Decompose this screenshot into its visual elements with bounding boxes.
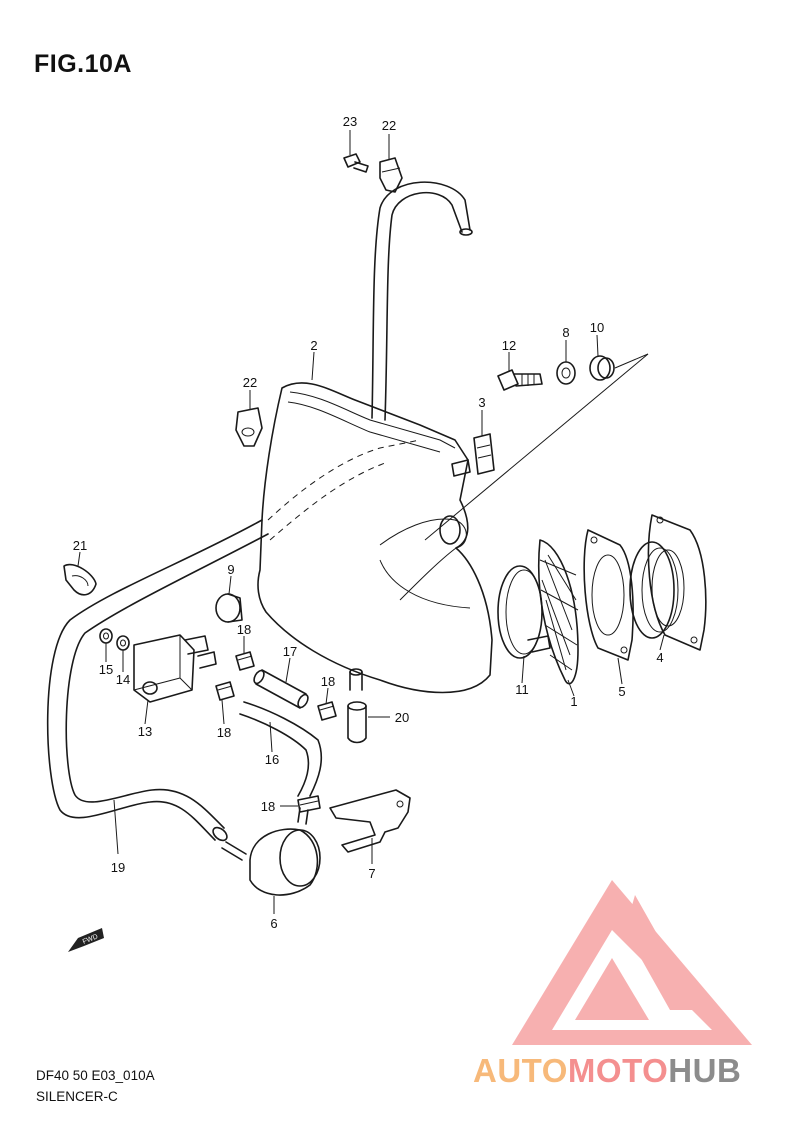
section-name: SILENCER-C	[36, 1089, 118, 1104]
callout-1: 1	[570, 694, 577, 709]
callout-4: 4	[656, 650, 663, 665]
bracket-part-7	[329, 789, 411, 853]
callout-11: 11	[515, 682, 529, 697]
pipe-part-20	[347, 701, 367, 744]
callout-22-upper: 22	[382, 118, 396, 133]
callout-10: 10	[590, 320, 604, 335]
callout-21: 21	[73, 538, 87, 553]
watermark-part-auto: AUTO	[473, 1052, 568, 1089]
clip-plate-part-3	[473, 433, 495, 475]
callout-17: 17	[283, 644, 297, 659]
breather-hose-part	[371, 181, 473, 421]
grommet-part-9	[215, 593, 243, 623]
clip-part-18-a	[235, 651, 255, 671]
callout-12: 12	[502, 338, 516, 353]
callout-9: 9	[227, 562, 234, 577]
callout-2: 2	[310, 338, 317, 353]
clip-part-21	[63, 563, 97, 596]
hose-part-16	[239, 701, 323, 797]
clip-part-18-c	[215, 681, 235, 701]
mesh-screen-part-1	[537, 539, 579, 685]
callout-15: 15	[99, 662, 113, 677]
figure-title: FIG.10A	[34, 50, 132, 78]
leader-lines	[77, 130, 665, 914]
callout-18-c: 18	[217, 725, 231, 740]
adapter-part-4	[629, 514, 707, 651]
callout-13: 13	[138, 724, 152, 739]
fwd-arrow-icon	[68, 928, 104, 952]
grommet-part-10	[589, 355, 615, 381]
callout-19: 19	[111, 860, 125, 875]
clip-part-22-upper	[379, 157, 403, 193]
model-code: DF40 50 E03_010A	[36, 1068, 155, 1083]
callout-3: 3	[478, 395, 485, 410]
filter-part-6	[221, 807, 321, 896]
callout-18-d: 18	[261, 799, 275, 814]
watermark-logo-icon	[512, 880, 752, 1045]
hose-part-19	[46, 519, 269, 842]
watermark-wordmark: AUTOMOTOHUB	[473, 1052, 741, 1090]
clip-part-18-d	[297, 795, 321, 813]
callout-20: 20	[395, 710, 409, 725]
watermark-part-hub: HUB	[668, 1052, 742, 1089]
callout-16: 16	[265, 752, 279, 767]
bolt-part-12	[497, 369, 543, 391]
callout-18-a: 18	[237, 622, 251, 637]
silencer-case-part	[257, 382, 493, 694]
washer-part-8	[556, 361, 576, 385]
clip-part-18-b	[317, 701, 337, 721]
watermark-part-moto: MOTO	[567, 1052, 669, 1089]
valve-part-13	[133, 634, 217, 703]
callout-7: 7	[368, 866, 375, 881]
callout-8: 8	[562, 325, 569, 340]
fwd-label: FWD	[82, 933, 99, 945]
callout-5: 5	[618, 684, 625, 699]
callout-18-b: 18	[321, 674, 335, 689]
gasket-part-5	[583, 529, 634, 661]
washer-part-15	[99, 628, 113, 644]
callout-22-lower: 22	[243, 375, 257, 390]
washer-part-14	[116, 635, 130, 651]
bolt-part-23	[343, 153, 369, 173]
clip-part-22-lower	[235, 407, 263, 447]
hose-part-17	[253, 669, 309, 709]
callout-6: 6	[270, 916, 277, 931]
callout-14: 14	[116, 672, 130, 687]
callout-23: 23	[343, 114, 357, 129]
fitting-nipple-icon	[349, 668, 363, 691]
